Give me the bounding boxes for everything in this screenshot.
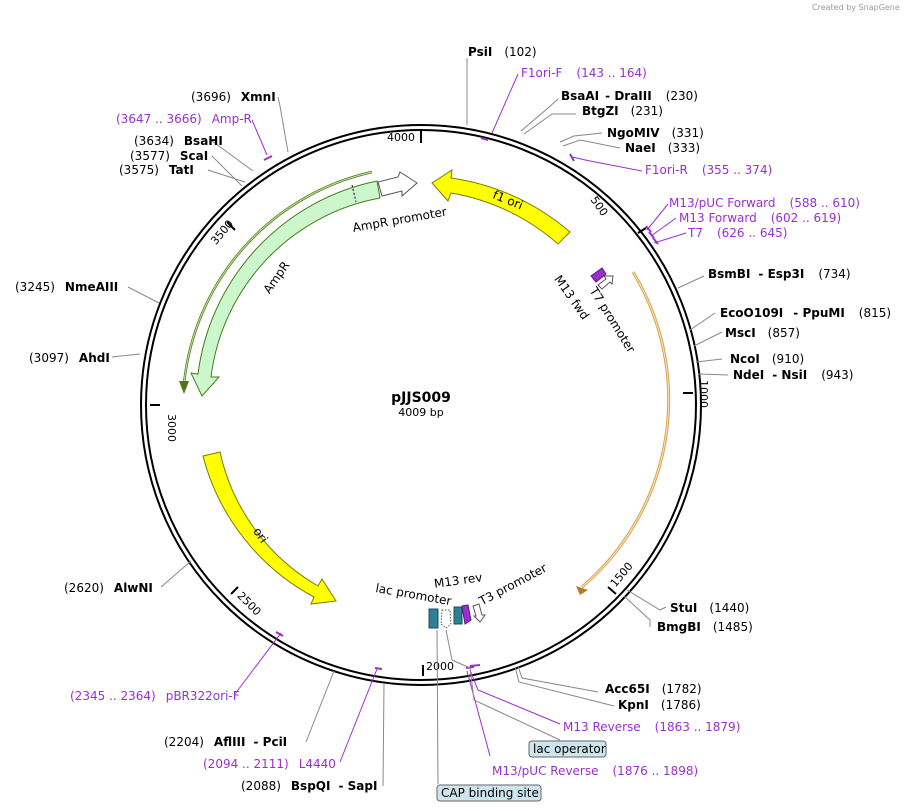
enzyme-btgzi[interactable]: BtgZI(231) — [582, 104, 663, 118]
ampr-boundary-mark — [351, 184, 357, 203]
primer-amp-r[interactable]: (3647 .. 3666)Amp-R — [116, 112, 252, 126]
enzyme-stui[interactable]: StuI(1440) — [670, 601, 749, 615]
enzyme-xmni[interactable]: (3696)XmnI — [191, 90, 276, 104]
tick-label-500: 500 — [588, 194, 611, 219]
enzyme-afliii[interactable]: (2204)AflIII- PciI — [164, 735, 287, 749]
tick-label-3000: 3000 — [165, 414, 178, 442]
m13-rev-marker[interactable] — [461, 604, 472, 625]
primer-pbr322ori-f[interactable]: (2345 .. 2364)pBR322ori-F — [70, 689, 240, 703]
orf-orange-arrowhead — [576, 586, 588, 595]
tick-mark-2500 — [230, 586, 239, 595]
backbone-outer — [140, 124, 702, 686]
enzyme-nmeaiii[interactable]: (3245)NmeAIII — [15, 280, 118, 294]
enzyme-psii[interactable]: PsiI(102) — [468, 45, 537, 59]
cap-site-box[interactable] — [453, 606, 463, 625]
enzyme-acc65i[interactable]: Acc65I(1782) — [605, 682, 702, 696]
m13-rev-label: M13 rev — [433, 570, 483, 591]
enzyme-tati[interactable]: (3575)TatI — [119, 163, 194, 177]
cap-site-box-label[interactable] — [436, 784, 542, 802]
tick-mark-3500 — [226, 221, 236, 231]
m13-fwd-label: M13 fwd — [551, 273, 592, 323]
tick-label-4000: 4000 — [387, 131, 415, 144]
enzyme-ndei[interactable]: NdeI- NsiI(943) — [733, 368, 853, 382]
tick-label-3500: 3500 — [208, 218, 236, 248]
tick-label-1500: 1500 — [608, 560, 636, 590]
primer-m13-puc-reverse[interactable]: M13/pUC Reverse(1876 .. 1898) — [492, 764, 698, 778]
lac-operator-leader-ext — [451, 659, 561, 741]
enzyme-msci[interactable]: MscI(857) — [725, 326, 800, 340]
lac-operator-label: lac operator — [533, 742, 606, 756]
enzyme-bsaai[interactable]: BsaAI- DraIII(230) — [561, 89, 698, 103]
ampr-label: AmpR — [260, 259, 292, 296]
ampr-promoter-arrow[interactable] — [377, 171, 418, 198]
ori-arrow[interactable] — [202, 451, 337, 605]
primer-m13-puc-forward[interactable]: M13/pUC Forward(588 .. 610) — [669, 196, 860, 210]
primer-m13-reverse[interactable]: M13 Reverse(1863 .. 1879) — [563, 720, 740, 734]
t3-promoter-arrow[interactable] — [472, 603, 486, 623]
primer-m13-forward[interactable]: M13 Forward(602 .. 619) — [679, 211, 841, 225]
enzyme-ngomiv[interactable]: NgoMIV(331) — [607, 126, 704, 140]
ampr-arrow[interactable] — [190, 180, 381, 397]
primer-f1ori-f[interactable]: F1ori-F(143 .. 164) — [521, 66, 647, 80]
tick-label-2500: 2500 — [235, 589, 264, 618]
plasmid-length: 4009 bp — [398, 406, 443, 419]
enzyme-naei[interactable]: NaeI(333) — [625, 141, 700, 155]
primer-f1ori-r[interactable]: F1ori-R(355 .. 374) — [645, 163, 772, 177]
cap-site-leader — [436, 629, 439, 785]
orf-green-arrowhead — [179, 381, 189, 394]
enzyme-bmgbi[interactable]: BmgBI(1485) — [657, 620, 753, 634]
primer-t7[interactable]: T7(626 .. 645) — [687, 226, 787, 240]
enzyme-leaders — [111, 58, 729, 787]
t7-promoter-label: T7 promoter — [586, 284, 638, 355]
plasmid-name: pJJS009 — [391, 390, 451, 406]
tick-mark-500 — [637, 227, 647, 234]
lac-promoter-box[interactable] — [428, 608, 439, 629]
cap-site-label: CAP binding site — [441, 786, 539, 800]
enzyme-kpni[interactable]: KpnI(1786) — [618, 698, 701, 712]
orf-orange-highlight — [581, 271, 670, 588]
t3-promoter-label: T3 promoter — [476, 561, 549, 609]
enzyme-ecoo109i[interactable]: EcoO109I- PpuMI(815) — [720, 306, 891, 320]
m13-fwd-marker[interactable] — [590, 267, 607, 283]
lac-operator-box[interactable] — [440, 609, 452, 629]
primer-ticks — [263, 137, 659, 670]
snapgene-credit: Created by SnapGene — [812, 3, 900, 12]
ampr-promoter-label: AmpR promoter — [351, 205, 447, 235]
f1-ori-arrow[interactable] — [431, 168, 571, 245]
tick-mark-1500 — [607, 586, 617, 595]
enzyme-ahdi[interactable]: (3097)AhdI — [29, 351, 110, 365]
enzyme-scai[interactable]: (3577)ScaI — [130, 149, 208, 163]
orf-green-highlight — [183, 171, 373, 385]
lac-operator-leader — [445, 629, 453, 661]
enzyme-bsmbi[interactable]: BsmBI- Esp3I(734) — [708, 267, 851, 281]
enzyme-ncoi[interactable]: NcoI(910) — [730, 352, 804, 366]
tick-label-1000: 1000 — [697, 380, 710, 408]
tick-marks — [150, 129, 693, 676]
primer-leaders — [234, 73, 687, 763]
enzyme-bsahi[interactable]: (3634)BsaHI — [134, 134, 223, 148]
enzyme-alwni[interactable]: (2620)AlwNI — [64, 581, 153, 595]
t7-promoter-arrow[interactable] — [597, 275, 614, 290]
lac-operator-box-label[interactable] — [528, 740, 607, 758]
primer-l4440[interactable]: (2094 .. 2111)L4440 — [203, 757, 336, 771]
tick-label-2000: 2000 — [426, 660, 454, 673]
enzyme-bspqi[interactable]: (2088)BspQI- SapI — [241, 779, 377, 793]
